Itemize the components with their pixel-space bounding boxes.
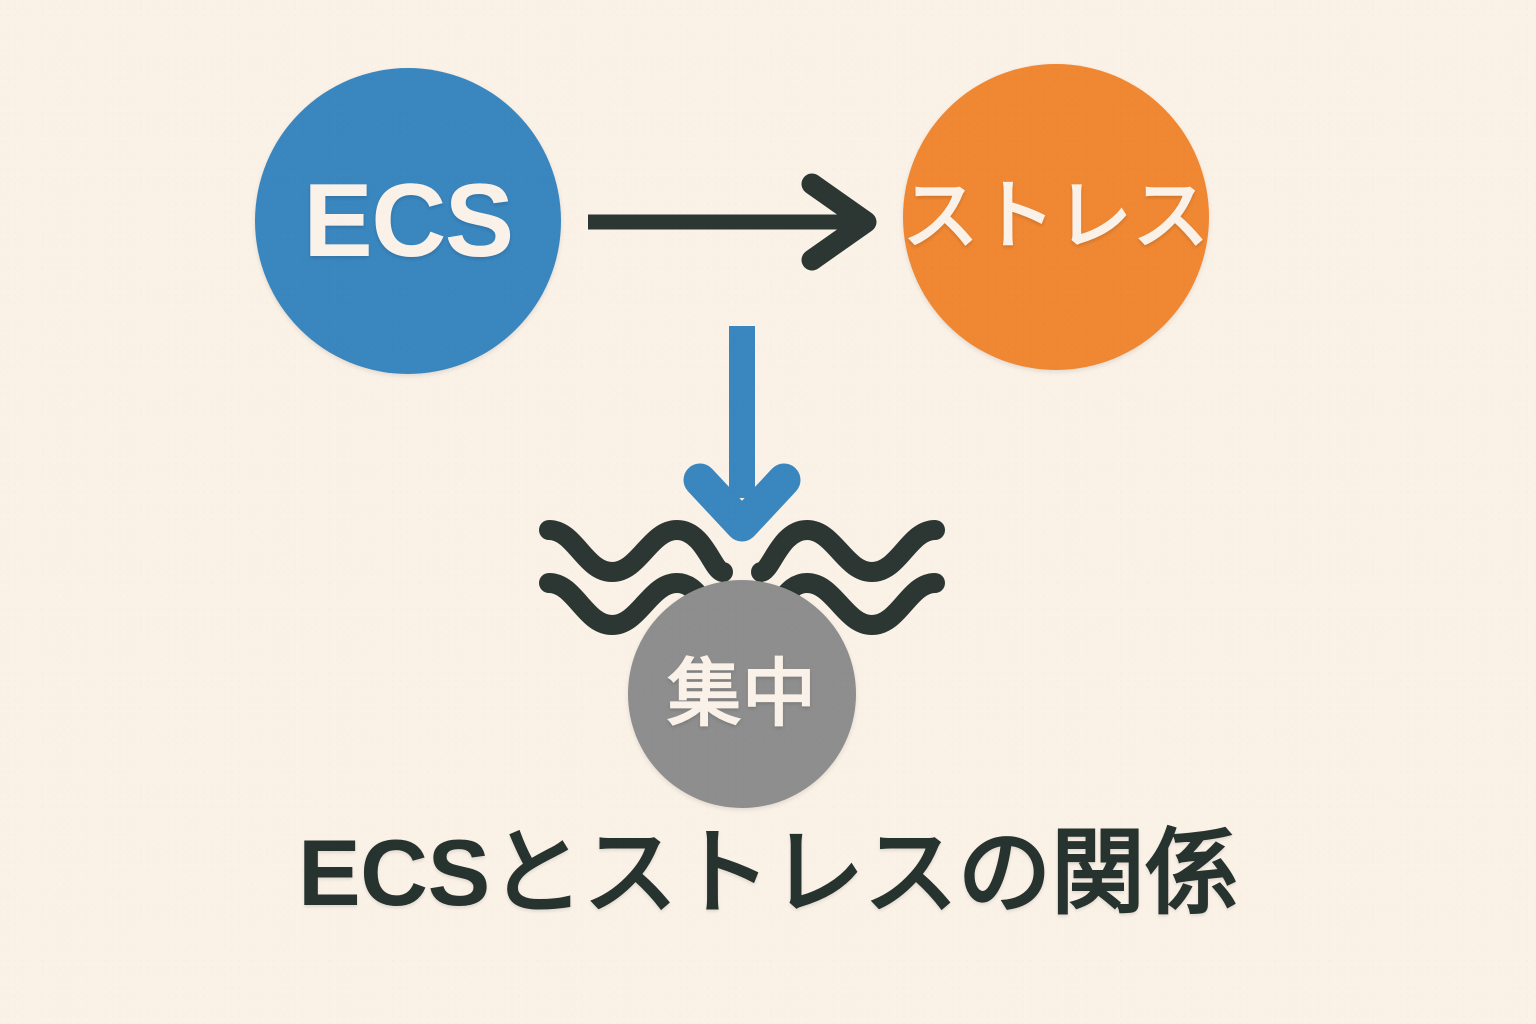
node-stress[interactable]: ストレス: [902, 64, 1210, 370]
node-ecs-label: ECS: [303, 163, 514, 279]
node-focus[interactable]: 集中: [628, 580, 856, 808]
arrow-down-icon: [683, 326, 801, 542]
wave-left-lower: [539, 573, 714, 635]
node-ecs[interactable]: ECS: [255, 68, 561, 374]
node-stress-label: ストレス: [902, 174, 1210, 259]
wave-left-upper: [539, 520, 733, 582]
arrow-right-icon: [588, 173, 877, 271]
diagram-title: ECSとストレスの関係: [297, 820, 1239, 925]
wave-right-upper: [751, 520, 945, 582]
node-focus-label: 集中: [667, 652, 817, 735]
wave-right-lower: [770, 573, 945, 635]
